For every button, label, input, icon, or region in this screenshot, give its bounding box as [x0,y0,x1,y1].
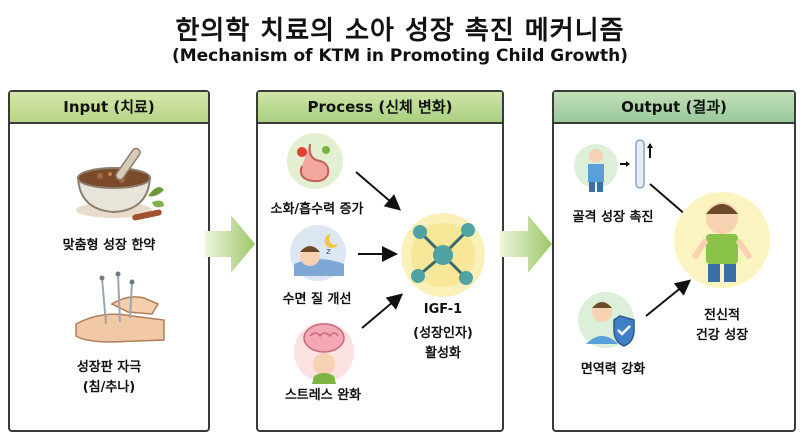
molecule-icon [401,213,485,297]
output-panel: Output (결과) 골격 성장 촉진 면역력 강화 전신적 건강 성장 [552,90,796,432]
process-connector-arrows [355,171,404,329]
sleeping-child-icon: z [290,225,346,281]
process-label-stress: 스트레스 완화 [284,388,362,403]
input-label-stimulation: 성장판 자극 [76,360,142,375]
stomach-icon [287,133,343,189]
herbal-medicine-bowl-icon [76,147,164,221]
output-header: Output (결과) [554,92,794,124]
acupuncture-hand-icon [75,271,165,343]
output-label-bone: 골격 성장 촉진 [572,210,654,225]
process-center-label-2: (성장인자) [413,326,473,341]
process-center-label-3: 활성화 [425,346,461,361]
output-label-immunity: 면역력 강화 [580,362,646,377]
diagram-title: 한의학 치료의 소아 성장 촉진 메커니즘 [175,16,625,46]
output-result-label-1: 전신적 [704,308,740,323]
process-center-label-1: IGF-1 [423,302,463,317]
input-header: Input (치료) [10,92,208,124]
diagram-subtitle: (Mechanism of KTM in Promoting Child Gro… [171,46,629,66]
output-result-label-2: 건강 성장 [695,328,749,343]
flow-arrow-input-process [205,215,255,273]
bone-growth-icon [574,139,653,192]
shield-child-icon [578,292,635,348]
svg-text:z: z [326,247,331,257]
input-label-herbal: 맞춤형 성장 한약 [62,238,156,253]
input-panel: Input (치료) 맞춤형 성장 한약 성장판 자극 (침/추나) [8,90,210,432]
input-label-stimulation-sub: (침/추나) [82,380,136,395]
process-panel: Process (신체 변화) 소화/흡수력 증가 z 수면 질 개선 스트레스… [256,90,504,432]
happy-child-icon [674,192,770,288]
process-label-digestion: 소화/흡수력 증가 [270,202,364,217]
brain-icon [294,322,354,384]
process-header: Process (신체 변화) [258,92,502,124]
flow-arrow-process-output [500,215,552,273]
process-label-sleep: 수면 질 개선 [282,292,352,307]
